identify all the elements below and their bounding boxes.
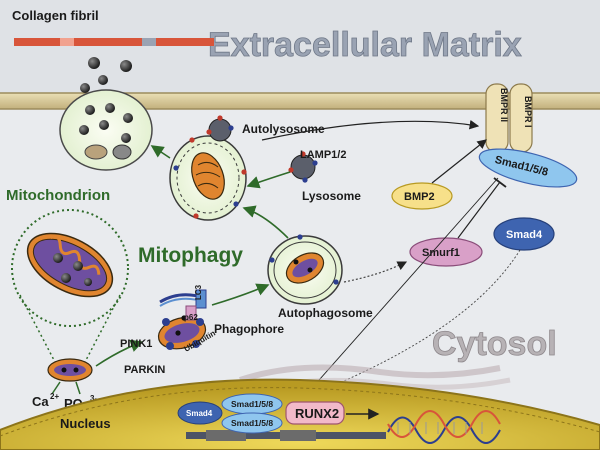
parkin-label: PARKIN bbox=[124, 364, 165, 376]
small-mitochondrion bbox=[47, 358, 93, 382]
lysosome bbox=[288, 151, 318, 183]
dna-helix-icon bbox=[387, 410, 501, 444]
smad4-node bbox=[493, 217, 555, 251]
nuc-smad158-bottom-node bbox=[221, 412, 283, 434]
arrow-autolysosome-to-vesicle bbox=[150, 145, 171, 159]
phagophore bbox=[159, 289, 207, 321]
lc3-label: LC3 bbox=[194, 284, 203, 300]
bmp-receptors bbox=[485, 83, 533, 153]
arrow-smad-to-nucleus bbox=[311, 177, 499, 389]
lysosome-fusing bbox=[206, 115, 234, 142]
bmp2-node bbox=[391, 182, 453, 210]
bmpr1-label: BMPR I bbox=[523, 96, 533, 128]
inhibit-bar bbox=[493, 177, 507, 188]
arrow-mito-to-pink1 bbox=[95, 339, 144, 367]
ecm-title: Extracellular Matrix bbox=[208, 26, 522, 64]
promoter-block-2 bbox=[280, 430, 316, 441]
pink1-label: PINK1 bbox=[120, 338, 152, 350]
arrow-autolysosome-to-receptor bbox=[261, 119, 480, 141]
bmp2-label: BMP2 bbox=[404, 191, 435, 203]
nuc-smad4-label: Smad4 bbox=[186, 409, 213, 418]
tagged-mitochondrion bbox=[157, 315, 207, 350]
mitochondrion-label: Mitochondrion bbox=[6, 187, 110, 204]
autophagosome bbox=[267, 234, 343, 305]
nucleus-label: Nucleus bbox=[60, 416, 111, 431]
autolysosome bbox=[169, 135, 247, 221]
nuc-smad4-node bbox=[177, 401, 223, 425]
autolysosome-label: Autolysosome bbox=[242, 122, 325, 136]
nuc-smad158-top-label: Smad1/5/8 bbox=[231, 399, 273, 409]
smad4-label: Smad4 bbox=[506, 229, 543, 241]
po4-pointer bbox=[75, 381, 81, 395]
calcium-charge: 2+ bbox=[50, 392, 59, 401]
calcium-label: Ca bbox=[32, 394, 49, 409]
arrow-phagophore-to-autophagosome bbox=[211, 283, 270, 306]
secretory-vesicle bbox=[59, 89, 153, 171]
runx2-node bbox=[285, 401, 345, 425]
smurf1-label: Smurf1 bbox=[422, 247, 460, 259]
autophagosome-label: Autophagosome bbox=[278, 306, 373, 320]
collagen-particles bbox=[80, 57, 132, 93]
ca-pointer bbox=[51, 381, 61, 395]
mitophagy-label: Mitophagy bbox=[138, 244, 243, 267]
nuc-smad158-bottom-label: Smad1/5/8 bbox=[231, 418, 273, 428]
smurf1-node bbox=[409, 237, 483, 267]
collagen-label: Collagen fibril bbox=[12, 8, 99, 23]
phagophore-label: Phagophore bbox=[214, 322, 284, 336]
collagen-fibril bbox=[14, 38, 214, 46]
promoter-block bbox=[206, 430, 246, 441]
mitochondrion-zoom bbox=[11, 209, 129, 327]
smad158-cytosol bbox=[478, 148, 578, 188]
runx2-label: RUNX2 bbox=[295, 406, 339, 421]
inhibit-smurf1-smad bbox=[457, 181, 501, 239]
lamp-label: LAMP1/2 bbox=[300, 149, 346, 161]
arrow-bmp2-to-receptor bbox=[431, 139, 487, 184]
lysosome-label: Lysosome bbox=[302, 189, 361, 203]
bmpr2-label: BMPR II bbox=[499, 88, 509, 122]
p62-label: p62 bbox=[184, 313, 198, 322]
arrow-autophagosome-to-autolysosome bbox=[242, 205, 289, 239]
phosphate-charge: 3- bbox=[90, 394, 97, 403]
arrow-smad4-to-nucleus bbox=[317, 249, 521, 393]
arrow-lysosome-to-autolysosome bbox=[246, 171, 291, 189]
cytosol-title: Cytosol bbox=[432, 325, 557, 363]
